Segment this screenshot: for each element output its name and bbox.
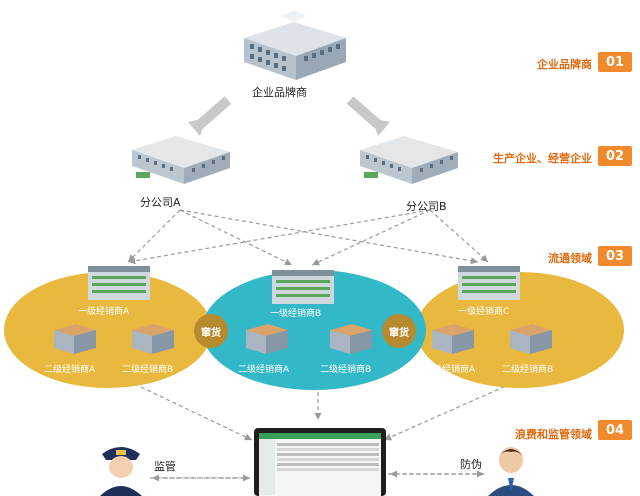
top-building-icon — [234, 8, 356, 82]
branch-b-building-icon — [354, 128, 464, 186]
monitor-icon — [254, 428, 386, 496]
secondary-label: 二级经销商B — [320, 365, 372, 375]
side-label-2: 生产企业、经营企业 — [493, 152, 592, 165]
secondary-label: 二级经销商A — [238, 365, 290, 375]
police-officer-icon — [96, 440, 146, 496]
anti-fake-label: 防伪 — [460, 458, 482, 471]
branch-b-label: 分公司B — [406, 200, 447, 213]
primary-a-building-icon — [86, 262, 152, 302]
secondary-building-icon — [430, 322, 476, 356]
cluster-a-ellipse — [4, 272, 212, 388]
primary-c-label: 一级经销商C — [458, 307, 510, 317]
branch-a-label: 分公司A — [140, 196, 181, 209]
side-label-3: 流通领域 — [548, 252, 592, 265]
secondary-building-icon — [244, 322, 290, 356]
side-num-3: 03 — [598, 246, 632, 266]
secondary-building-icon — [508, 322, 554, 356]
secondary-label: 二级经销商A — [44, 365, 96, 375]
secondary-label: 二级经销商A — [424, 365, 476, 375]
side-label-1: 企业品牌商 — [537, 58, 592, 71]
side-num-4: 04 — [598, 420, 632, 440]
swap-badge-right: 窜货 — [382, 314, 416, 348]
secondary-label: 二级经销商B — [122, 365, 174, 375]
secondary-building-icon — [130, 322, 176, 356]
cluster-b-ellipse — [202, 270, 426, 390]
top-label: 企业品牌商 — [252, 86, 307, 99]
consumer-person-icon — [486, 444, 536, 496]
secondary-label: 二级经销商B — [502, 365, 554, 375]
swap-badge-left: 窜货 — [194, 314, 228, 348]
side-num-1: 01 — [598, 52, 632, 72]
side-label-4: 浪费和监管领域 — [515, 428, 592, 441]
primary-a-label: 一级经销商A — [78, 307, 130, 317]
primary-b-label: 一级经销商B — [270, 309, 322, 319]
side-num-2: 02 — [598, 146, 632, 166]
supervise-label: 监管 — [154, 460, 176, 473]
secondary-building-icon — [52, 322, 98, 356]
secondary-building-icon — [328, 322, 374, 356]
branch-a-building-icon — [126, 128, 236, 186]
primary-b-building-icon — [270, 266, 336, 306]
primary-c-building-icon — [456, 262, 522, 302]
